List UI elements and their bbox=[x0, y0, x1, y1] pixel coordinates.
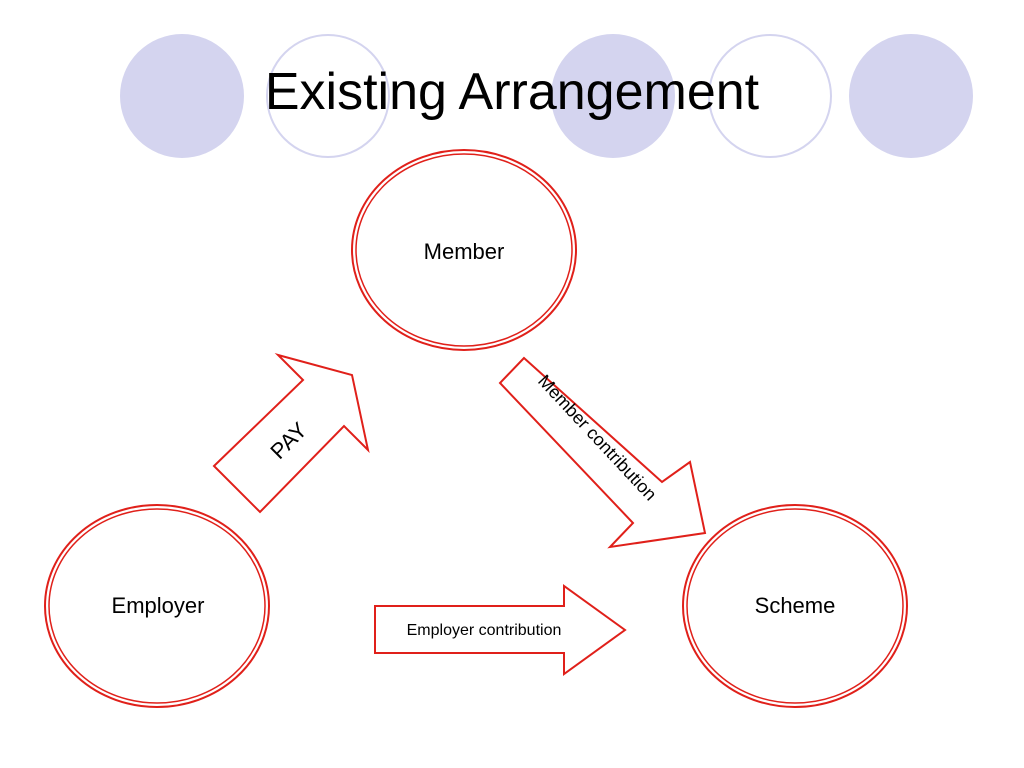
employer-node bbox=[44, 504, 270, 708]
member-label: Member bbox=[423, 239, 505, 264]
deco-circle-outline bbox=[266, 34, 390, 158]
deco-circle-filled bbox=[551, 34, 675, 158]
deco-circle-filled bbox=[120, 34, 244, 158]
deco-circle-outline bbox=[708, 34, 832, 158]
member-node bbox=[351, 149, 577, 351]
scheme-label: Scheme bbox=[754, 593, 836, 618]
employer-contribution-label: Employer contribution bbox=[406, 622, 562, 639]
pay-arrow bbox=[212, 353, 370, 514]
employer-label: Employer bbox=[111, 593, 205, 618]
scheme-node bbox=[682, 504, 908, 708]
deco-circle-filled bbox=[849, 34, 973, 158]
slide-title: Existing Arrangement bbox=[264, 63, 760, 121]
member-contribution-arrow bbox=[498, 356, 707, 549]
employer-contribution-arrow bbox=[374, 584, 627, 676]
